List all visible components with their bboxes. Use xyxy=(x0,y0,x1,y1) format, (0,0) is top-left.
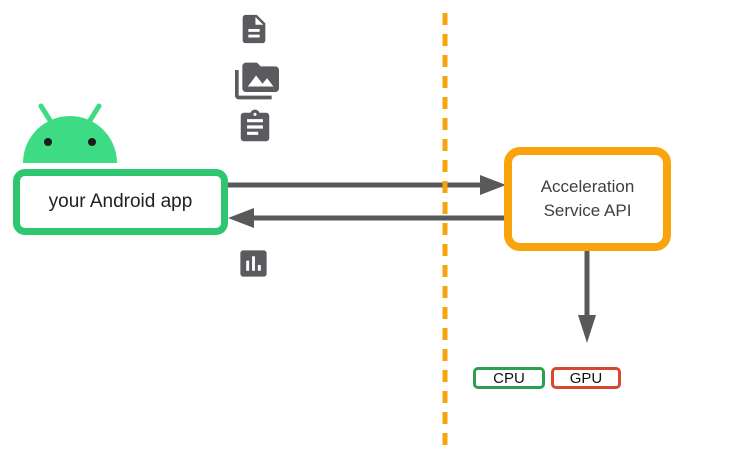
app-to-api-arrow xyxy=(228,175,506,195)
gpu-label: GPU xyxy=(569,369,603,387)
android-app-label: your Android app xyxy=(48,191,193,212)
api-to-hardware-arrow xyxy=(578,251,596,343)
cpu-label: CPU xyxy=(493,369,525,387)
android-app-box: your Android app xyxy=(13,169,228,235)
process-boundary-dashed-line xyxy=(442,13,448,450)
acceleration-service-api-box: Acceleration Service API xyxy=(504,147,671,251)
cpu-chip: CPU xyxy=(473,367,545,389)
clipboard-task-icon xyxy=(240,109,270,142)
gpu-chip: GPU xyxy=(551,367,621,389)
acceleration-service-api-label: Acceleration Service API xyxy=(540,177,635,220)
media-library-icon xyxy=(235,62,279,100)
bar-chart-icon xyxy=(240,250,267,277)
android-robot-head-icon xyxy=(23,103,117,163)
api-to-app-arrow xyxy=(228,208,505,228)
document-icon xyxy=(242,14,266,44)
